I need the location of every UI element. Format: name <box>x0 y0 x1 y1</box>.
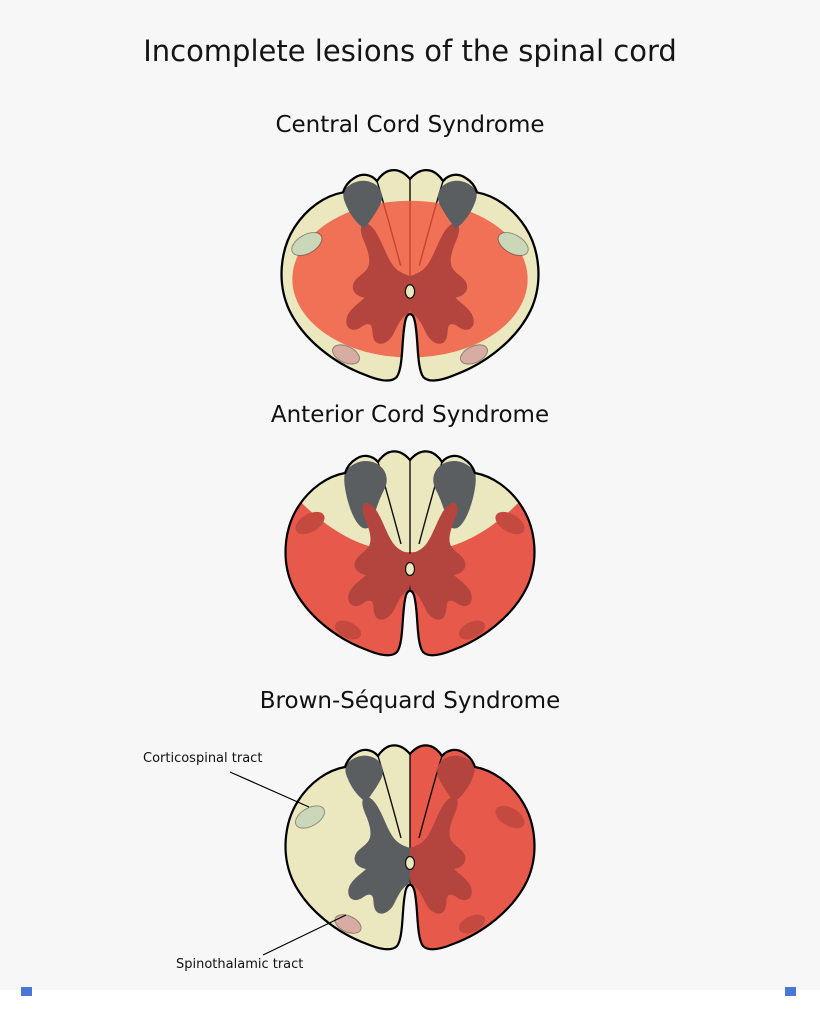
anterior-cord-illustration <box>284 450 536 657</box>
corner-mark-left-rect <box>21 987 32 996</box>
central-canal <box>404 561 416 577</box>
section-heading-anterior: Anterior Cord Syndrome <box>270 402 550 428</box>
corner-mark-right-rect <box>785 987 796 996</box>
corner-mark-right <box>785 987 796 996</box>
brown-sequard-illustration <box>284 744 536 951</box>
central-canal <box>404 855 416 871</box>
section-heading-brown-sequard: Brown-Séquard Syndrome <box>259 688 561 714</box>
central-cord-illustration <box>280 169 540 382</box>
central-canal <box>404 284 416 299</box>
spinothalamic-tract-label: Spinothalamic tract <box>176 957 304 972</box>
corner-mark-left <box>21 987 32 996</box>
section-heading-central: Central Cord Syndrome <box>275 112 545 138</box>
page-title: Incomplete lesions of the spinal cord <box>143 34 677 68</box>
corticospinal-tract-label: Corticospinal tract <box>143 751 263 766</box>
